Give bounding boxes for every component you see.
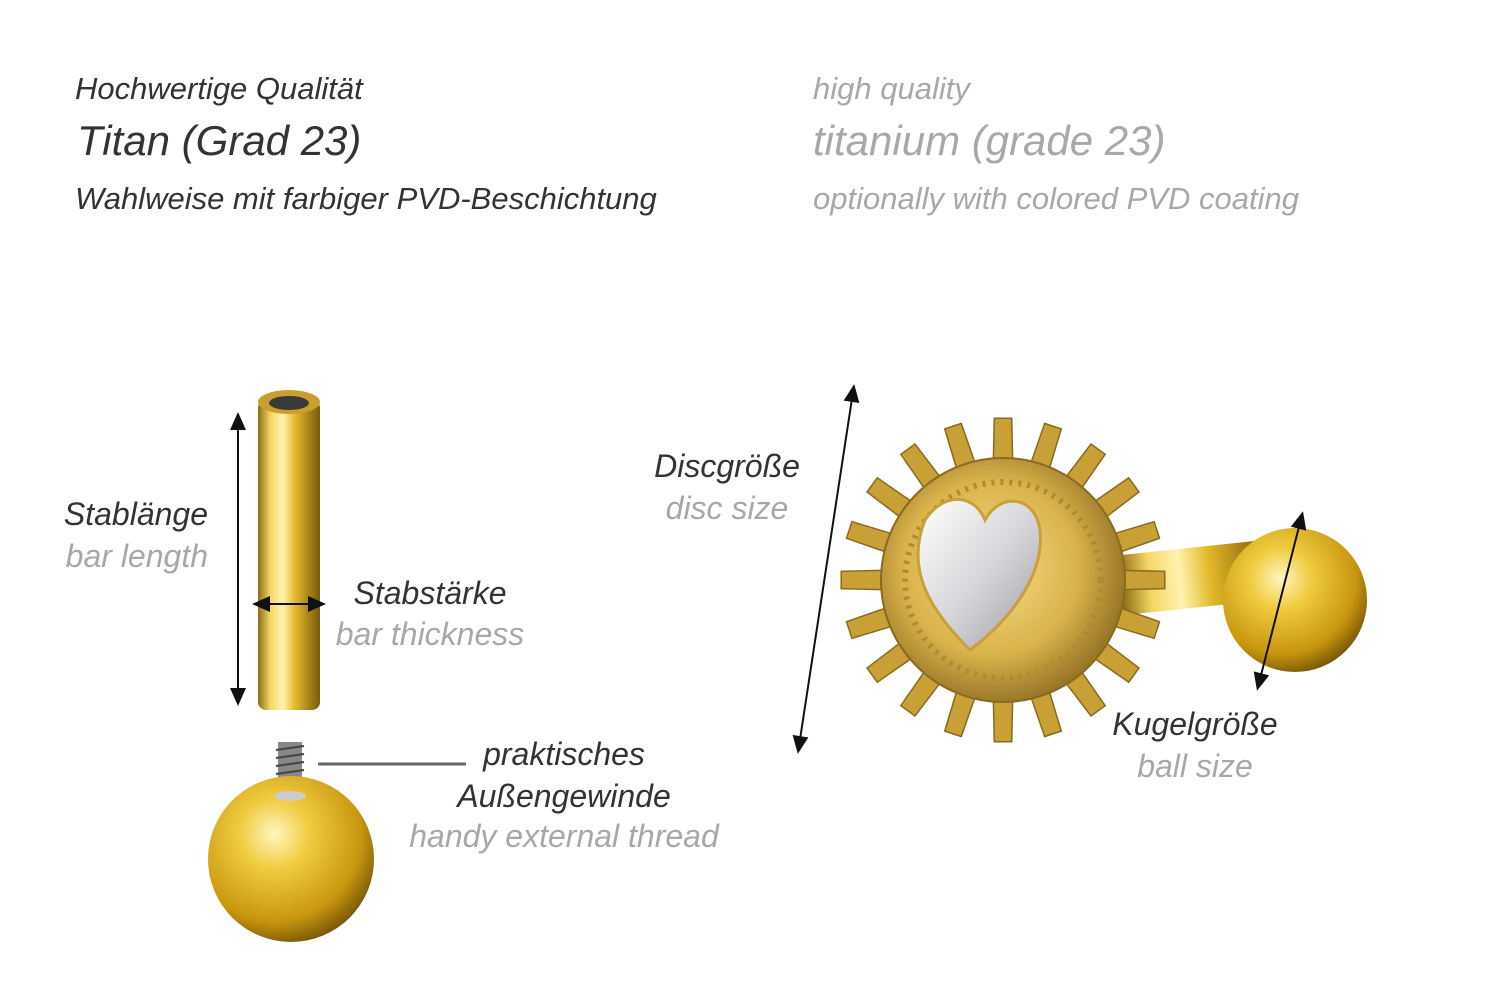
threaded-ball-part <box>208 742 374 942</box>
bar-thickness-label-en: bar thickness <box>335 616 525 652</box>
thread-label-de-1: praktisches <box>483 736 645 772</box>
header-quality-en: high quality <box>813 71 970 106</box>
disc-size-label-en: disc size <box>665 490 789 526</box>
bar-length-label-en: bar length <box>65 538 208 574</box>
header-material-en: titanium (grade 23) <box>813 117 1166 164</box>
disc-size-arrow <box>792 384 860 754</box>
ball-size-arrow <box>1253 511 1307 691</box>
header-coating-de: Wahlweise mit farbiger PVD-Beschichtung <box>75 181 657 216</box>
header-material-de: Titan (Grad 23) <box>77 117 362 164</box>
header-quality-de: Hochwertige Qualität <box>75 71 363 106</box>
bar-part <box>258 390 320 710</box>
bar-length-label-de: Stablänge <box>63 496 208 532</box>
thread-label-de-2: Außengewinde <box>457 778 671 814</box>
thread-label-en: handy external thread <box>409 818 719 854</box>
ball-size-label-de: Kugelgröße <box>1112 706 1278 742</box>
header-coating-en: optionally with colored PVD coating <box>813 181 1299 216</box>
ball-size-label-en: ball size <box>1137 748 1253 784</box>
bar-thickness-label-de: Stabstärke <box>353 575 507 611</box>
sun-heart-stud <box>840 417 1367 743</box>
disc-size-label-de: Discgröße <box>654 448 800 484</box>
